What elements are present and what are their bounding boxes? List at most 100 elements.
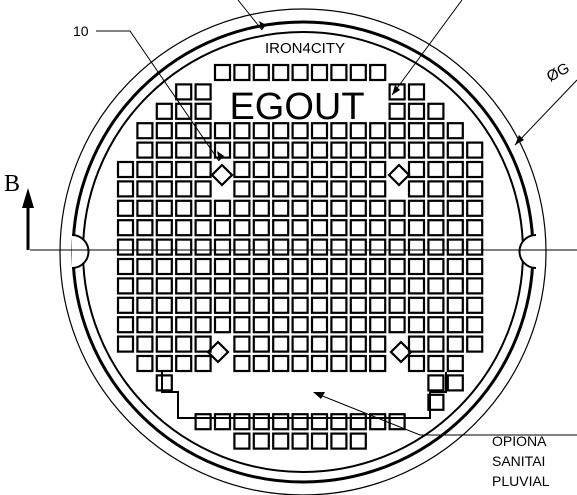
vent-opening (427, 219, 445, 237)
vent-opening (349, 432, 367, 450)
vent-opening (252, 160, 270, 179)
vent-opening (427, 180, 445, 198)
vent-opening (446, 354, 464, 373)
vent-opening (310, 122, 329, 140)
vent-opening (330, 141, 348, 159)
vent-opening (446, 141, 464, 159)
vent-opening (330, 354, 348, 373)
vent-opening (175, 354, 193, 373)
diamond-marker (210, 163, 234, 187)
vent-opening (310, 277, 329, 295)
vent-opening (233, 277, 251, 295)
vent-opening (116, 238, 135, 256)
vent-opening (175, 199, 193, 217)
vent-opening (272, 413, 290, 431)
vent-opening (291, 160, 309, 179)
vent-opening (291, 180, 309, 198)
vent-opening (272, 238, 290, 256)
vent-opening (369, 413, 387, 431)
vent-opening (155, 296, 173, 314)
vent-opening (213, 238, 232, 256)
vent-opening (330, 296, 348, 314)
vent-opening (466, 160, 484, 179)
leader-line-top-right (391, 0, 463, 96)
vent-opening (213, 199, 232, 217)
vent-opening (252, 141, 270, 159)
vent-opening (330, 122, 348, 140)
vent-opening (213, 122, 232, 140)
vent-opening (349, 160, 367, 179)
vent-opening (213, 296, 232, 314)
vent-opening (407, 141, 426, 159)
vent-opening (427, 141, 445, 159)
vent-opening (272, 180, 290, 198)
vent-opening (466, 219, 484, 237)
vent-opening (310, 63, 329, 82)
vent-opening (446, 219, 464, 237)
vent-opening (272, 432, 290, 450)
vent-opening (407, 277, 426, 295)
vent-opening (136, 335, 154, 353)
vent-opening (155, 277, 173, 295)
right-lifting-notch (518, 234, 537, 269)
vent-opening (136, 257, 154, 276)
vent-opening (369, 122, 387, 140)
vent-opening (466, 180, 484, 198)
vent-opening (466, 296, 484, 314)
vent-opening (272, 296, 290, 314)
vent-opening (194, 180, 212, 198)
vent-opening (388, 199, 406, 217)
vent-opening (213, 141, 232, 159)
vent-opening (175, 335, 193, 353)
vent-opening (349, 413, 367, 431)
vent-opening (330, 335, 348, 353)
diamond-markers (206, 163, 413, 364)
vent-opening (369, 257, 387, 276)
left-lifting-notch (71, 234, 90, 269)
vent-opening (291, 238, 309, 256)
vent-opening (388, 277, 406, 295)
vent-opening (116, 257, 135, 276)
optional-note-line-2: SANITAI (492, 453, 545, 469)
vent-opening (136, 238, 154, 256)
vent-opening (446, 160, 464, 179)
vent-opening (330, 316, 348, 334)
logo-band-outline (161, 372, 447, 419)
vent-opening (407, 296, 426, 314)
vent-opening (427, 160, 445, 179)
vent-opening (310, 141, 329, 159)
vent-opening (349, 296, 367, 314)
vent-opening (116, 219, 135, 237)
vent-opening (136, 141, 154, 159)
vent-opening (272, 257, 290, 276)
vent-opening (330, 432, 348, 450)
vent-opening (155, 257, 173, 276)
vent-opening (233, 141, 251, 159)
vent-opening (466, 199, 484, 217)
vent-opening (446, 257, 464, 276)
vent-opening (427, 102, 445, 120)
vent-opening (349, 277, 367, 295)
vent-opening (407, 160, 426, 179)
vent-opening (155, 335, 173, 353)
vent-opening (369, 238, 387, 256)
vent-opening (388, 122, 406, 140)
vent-opening (233, 199, 251, 217)
vent-opening (369, 141, 387, 159)
vent-opening (388, 141, 406, 159)
vent-opening (291, 199, 309, 217)
vent-opening (427, 316, 445, 334)
vent-opening (369, 316, 387, 334)
vent-opening (369, 219, 387, 237)
leader-arrow-top-right (392, 85, 400, 95)
vent-opening (233, 63, 251, 82)
vent-opening (233, 257, 251, 276)
vent-opening (233, 219, 251, 237)
brand-text: IRON4CITY (265, 40, 345, 57)
vent-opening (310, 413, 329, 431)
vent-opening (388, 413, 406, 431)
vent-opening (136, 160, 154, 179)
vent-opening (330, 257, 348, 276)
vent-opening (194, 141, 212, 159)
